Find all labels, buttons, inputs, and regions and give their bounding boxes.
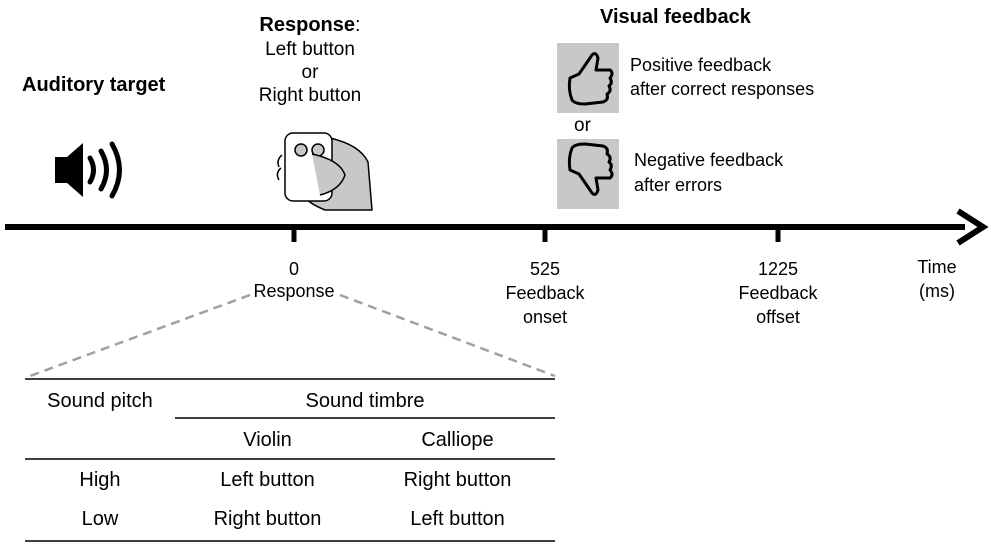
table-row-high-calliope: Right button [403, 469, 512, 491]
tick-525-label-2: onset [522, 307, 568, 327]
negative-feedback-line-2: after errors [634, 175, 723, 195]
axis-label-line-2: (ms) [919, 281, 955, 301]
table-col-calliope: Calliope [421, 429, 494, 451]
response-line-2: or [301, 62, 319, 83]
feedback-or: or [574, 115, 591, 136]
table-row-low-pitch: Low [81, 508, 119, 530]
positive-feedback-line-2: after correct responses [630, 79, 815, 99]
tick-525-label-1: Feedback [505, 283, 585, 303]
hand-pressing-button-box-icon [276, 132, 373, 211]
tick-label-0: 0 Response [234, 257, 354, 300]
visual-feedback-title: Visual feedback [600, 6, 751, 28]
tick-label-525: 525 Feedback onset [485, 257, 605, 329]
response-colon: : [355, 14, 361, 36]
tick-0-label: Response [253, 281, 335, 301]
response-title: Response [259, 14, 356, 36]
table-row-high-violin: Left button [220, 469, 315, 491]
zoom-line-right [339, 293, 556, 378]
negative-feedback-line-1: Negative feedback [634, 150, 784, 170]
thumbs-up-icon [557, 43, 619, 113]
tick-525-value: 525 [529, 259, 561, 279]
table-col-violin: Violin [243, 429, 292, 451]
table-row-high-pitch: High [79, 469, 121, 491]
tick-0-value: 0 [288, 259, 299, 279]
zoom-line-left [29, 293, 251, 378]
table-row-low-calliope: Left button [410, 508, 505, 530]
response-line-3: Right button [258, 85, 362, 106]
axis-label-line-1: Time [917, 257, 957, 277]
timeline-arrowhead [956, 208, 989, 246]
table-col-group-header: Sound timbre [305, 390, 425, 412]
tick-1225-label-1: Feedback [738, 283, 818, 303]
thumbs-down-icon [557, 139, 619, 209]
tick-1225-label-2: offset [756, 307, 800, 327]
response-line-1: Left button [265, 39, 355, 60]
auditory-target-title: Auditory target [22, 74, 166, 96]
response-block: Response: Left button or Right button [240, 12, 380, 107]
tick-label-1225: 1225 Feedback offset [718, 257, 838, 329]
table-row-low-violin: Right button [213, 508, 322, 530]
positive-feedback-line-1: Positive feedback [630, 55, 772, 75]
speaker-icon [55, 141, 122, 199]
table-row-header: Sound pitch [47, 390, 153, 412]
tick-1225-value: 1225 [757, 259, 799, 279]
axis-label: Time (ms) [897, 255, 977, 303]
